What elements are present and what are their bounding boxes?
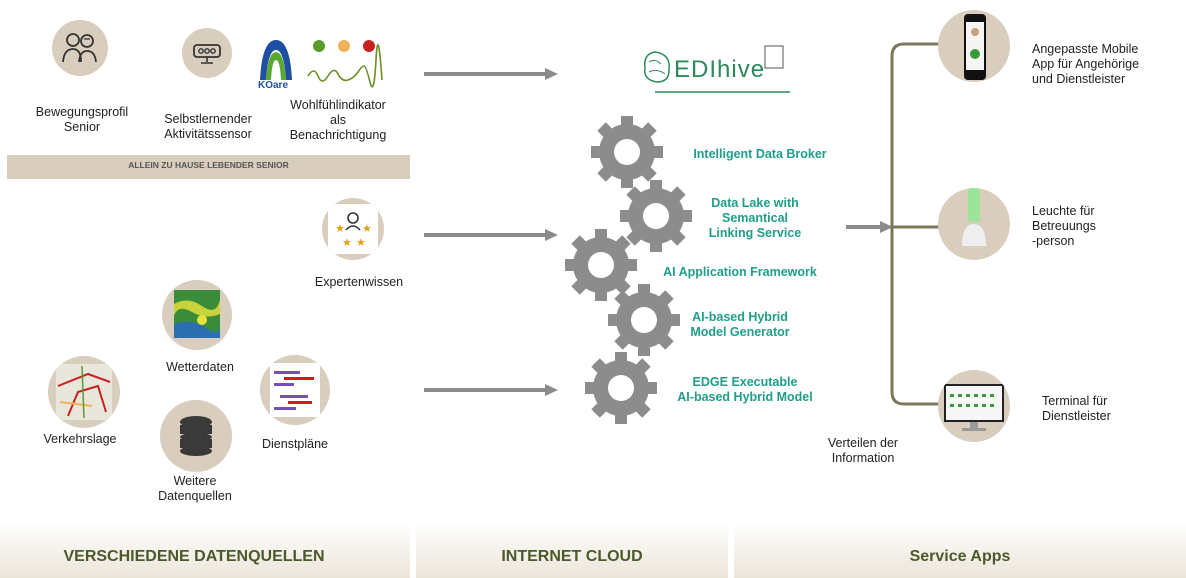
arrow-middle bbox=[424, 229, 558, 241]
lamp-icon bbox=[962, 188, 986, 246]
weather-circle bbox=[162, 280, 232, 350]
weitere-label: Weitere Datenquellen bbox=[158, 474, 232, 503]
gear-icon-3 bbox=[565, 229, 637, 301]
arrow-to-apps bbox=[846, 221, 893, 233]
distribution-bracket bbox=[890, 42, 940, 406]
footer-middle-label: INTERNET CLOUD bbox=[501, 548, 643, 565]
gear-icon-2 bbox=[620, 180, 692, 252]
aktivitaetssensor-label: Selbstlernender Aktivitätssensor bbox=[164, 112, 252, 141]
footer-panel-left bbox=[0, 522, 410, 578]
sensor-device-icon bbox=[193, 44, 221, 64]
edihive-logo-text: EDIhive bbox=[674, 56, 766, 83]
traffic-circle bbox=[48, 356, 120, 428]
sensor-circle bbox=[182, 28, 232, 78]
footer-left-label: VERSCHIEDENE DATENQUELLEN bbox=[63, 548, 325, 565]
mobile-app-circle bbox=[938, 10, 1010, 82]
terminal-label: Terminal für Dienstleister bbox=[1042, 394, 1111, 423]
wohlfuehl-label: Wohlfühlindikator als Benachrichtigung bbox=[289, 98, 387, 142]
footer-right-label: Service Apps bbox=[909, 548, 1011, 565]
verkehrslage-label: Verkehrslage bbox=[43, 432, 117, 446]
component-edge-model: EDGE Executable AI-based Hybrid Model bbox=[677, 375, 813, 404]
senior-banner bbox=[7, 155, 410, 179]
experts-circle: ★ ★ ★ ★ bbox=[322, 198, 384, 260]
database-icon bbox=[180, 416, 212, 456]
weather-map-icon bbox=[174, 290, 220, 338]
verteilen-label: Verteilen der Information bbox=[827, 436, 899, 465]
bewegungsprofil-label: Bewegungsprofil Senior bbox=[35, 105, 129, 134]
terminal-circle bbox=[938, 370, 1010, 442]
component-ai-framework: AI Application Framework bbox=[663, 265, 817, 279]
footer-panel-right bbox=[734, 522, 1186, 578]
component-data-broker: Intelligent Data Broker bbox=[693, 147, 827, 161]
arrow-top bbox=[424, 68, 558, 80]
traffic-map-icon bbox=[56, 364, 112, 420]
component-model-generator: AI-based Hybrid Model Generator bbox=[690, 310, 790, 339]
lamp-label: Leuchte für Betreuungs -person bbox=[1032, 204, 1096, 248]
edihive-logo-icon bbox=[643, 45, 790, 93]
dienstplaene-label: Dienstpläne bbox=[261, 437, 328, 451]
arrow-bottom bbox=[424, 384, 558, 396]
gear-icon-5 bbox=[585, 352, 657, 424]
schedule-circle bbox=[260, 355, 330, 425]
svg-text:★: ★ bbox=[356, 236, 366, 249]
wetterdaten-label: Wetterdaten bbox=[166, 360, 234, 374]
elderly-couple-icon bbox=[62, 33, 97, 63]
smartphone-icon bbox=[964, 14, 986, 80]
senior-banner-text: ALLEIN ZU HAUSE LEBENDER SENIOR bbox=[128, 160, 289, 170]
footer: VERSCHIEDENE DATENQUELLEN INTERNET CLOUD… bbox=[0, 522, 1186, 578]
database-circle bbox=[160, 400, 232, 472]
traffic-light-dots-icon bbox=[307, 40, 383, 88]
senior-couple-circle bbox=[52, 20, 108, 76]
kocare-logo-icon bbox=[260, 40, 292, 80]
lamp-circle bbox=[938, 188, 1010, 260]
svg-text:★: ★ bbox=[362, 222, 372, 235]
gear-icon-1 bbox=[591, 116, 663, 188]
svg-text:★: ★ bbox=[335, 222, 345, 235]
expert-network-icon: ★ ★ ★ ★ bbox=[328, 204, 378, 254]
monitor-icon bbox=[944, 384, 1004, 431]
schedule-sheet-icon bbox=[270, 363, 320, 417]
mobile-app-label: Angepasste Mobile App für Angehörige und… bbox=[1032, 42, 1140, 86]
kocare-logo-text: KOare bbox=[258, 80, 289, 91]
footer-panel-middle bbox=[416, 522, 728, 578]
expertenwissen-label: Expertenwissen bbox=[314, 275, 404, 289]
component-data-lake: Data Lake with Semantical Linking Servic… bbox=[708, 196, 802, 240]
svg-text:★: ★ bbox=[342, 236, 352, 249]
